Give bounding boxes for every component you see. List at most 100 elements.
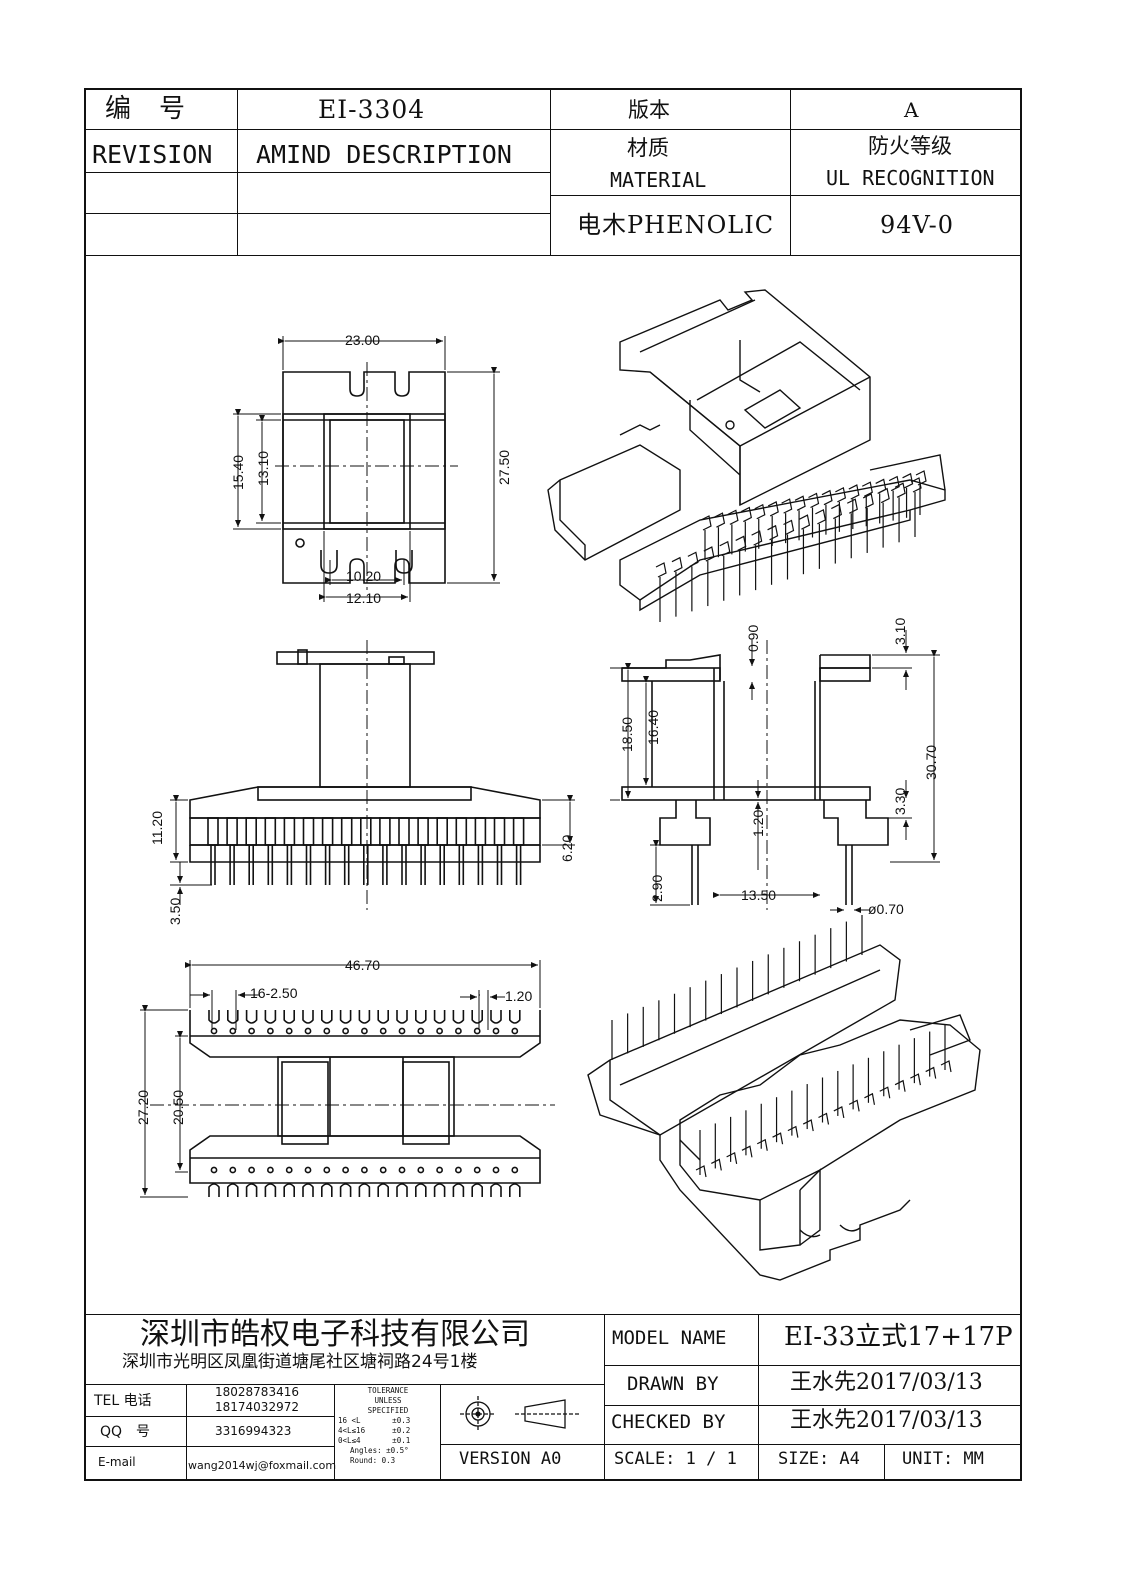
dim-inner: 13.10 bbox=[255, 451, 271, 486]
iso-top-pin-post bbox=[727, 509, 739, 525]
dim-h-outer: 18.50 bbox=[619, 717, 635, 752]
bottom-pin-hole bbox=[285, 1027, 293, 1035]
drawing-frame bbox=[84, 88, 1022, 1481]
checked-by-value: 王水先2017/03/13 bbox=[790, 1408, 983, 1433]
bottom-pin-hole bbox=[492, 1166, 500, 1174]
bottom-notch-bottom bbox=[245, 1183, 258, 1197]
bottom-pin-hole bbox=[454, 1166, 462, 1174]
bottom-notch-bottom bbox=[433, 1183, 446, 1197]
drawn-by-value: 王水先2017/03/13 bbox=[790, 1370, 983, 1395]
bottom-pin-hole bbox=[398, 1027, 406, 1035]
bottom-notch-top bbox=[208, 1010, 220, 1024]
side-pin-slot bbox=[283, 817, 296, 846]
iso-top-pin-post bbox=[861, 481, 873, 497]
iso-bottom-pin-post bbox=[833, 1106, 845, 1119]
version-value: A bbox=[904, 98, 919, 122]
iso-bottom-pin-post bbox=[802, 1119, 814, 1132]
company-address: 深圳市光明区凤凰街道塘尾社区塘祠路24号1楼 bbox=[122, 1352, 478, 1372]
iso-top-pin-post bbox=[754, 503, 766, 520]
dim-side-h2: 6.20 bbox=[559, 835, 575, 862]
bottom-notch-bottom bbox=[208, 1183, 220, 1197]
side-pin-slot bbox=[379, 817, 391, 846]
tel-1: 18028783416 bbox=[215, 1385, 299, 1399]
bottom-notch-bottom bbox=[339, 1183, 352, 1197]
tel-label: TEL 电话 bbox=[94, 1393, 152, 1409]
bottom-pin-hole bbox=[304, 1027, 312, 1035]
tolerance-line: 0<L≤4 ±0.1 bbox=[338, 1436, 411, 1445]
side-pin-slot bbox=[493, 817, 506, 846]
material-cn: 材质 bbox=[627, 136, 669, 160]
iso-top-pin-post bbox=[741, 506, 752, 523]
iso-top-pin-post bbox=[783, 519, 795, 536]
iso-bottom-pin-post bbox=[894, 1079, 906, 1092]
iso-top-pin-post bbox=[910, 477, 922, 493]
iso-bottom-pin-post bbox=[864, 1092, 876, 1105]
side-pin-slot bbox=[359, 817, 372, 846]
bottom-notch-bottom bbox=[358, 1183, 371, 1197]
bottom-pin-hole bbox=[229, 1027, 237, 1035]
checked-by-label: CHECKED BY bbox=[611, 1411, 726, 1433]
dim-bottom-inner: 20.50 bbox=[170, 1090, 186, 1125]
iso-top-pin-post bbox=[915, 470, 927, 486]
dim-length: 46.70 bbox=[345, 957, 380, 973]
iso-bottom-pin-post bbox=[879, 1086, 891, 1099]
dimension-labels: 23.00 27.50 15.40 13.10 10.20 12.10 11.2… bbox=[135, 332, 939, 1125]
bottom-notch-top bbox=[358, 1010, 371, 1024]
bottom-notch-bottom bbox=[490, 1183, 502, 1197]
dim-slot-b: 12.10 bbox=[346, 590, 381, 606]
iso-top-pin-post bbox=[655, 562, 667, 578]
dim-h-inner: 16.40 bbox=[645, 710, 661, 745]
bottom-pin-hole bbox=[285, 1166, 293, 1174]
side-pin-slot bbox=[417, 817, 429, 846]
email-value: wang2014wj@foxmail.com bbox=[188, 1459, 337, 1472]
side-pin-slot bbox=[302, 817, 315, 846]
isometric-view-bottom bbox=[587, 944, 981, 1281]
tolerance-line: 4<L≤16 ±0.2 bbox=[338, 1426, 411, 1435]
bottom-notch-top bbox=[377, 1010, 389, 1024]
iso-top-pin-post bbox=[848, 484, 860, 500]
company-name: 深圳市皓权电子科技有限公司 bbox=[140, 1317, 530, 1352]
side-pin-slot bbox=[398, 817, 410, 846]
bottom-pin-hole bbox=[454, 1027, 462, 1035]
side-pin-slot bbox=[207, 817, 219, 846]
iso-top-pin-post bbox=[902, 472, 914, 489]
iso-bottom-pin-post bbox=[848, 1099, 860, 1112]
iso-top-pin-post bbox=[703, 546, 715, 562]
iso-top-pin-post bbox=[799, 514, 811, 530]
bottom-notch-top bbox=[396, 1010, 408, 1024]
email-label: E-mail bbox=[98, 1455, 136, 1469]
side-view bbox=[189, 649, 541, 863]
bottom-pin-hole bbox=[379, 1027, 387, 1035]
model-name-value: EI-33立式17+17P bbox=[784, 1322, 1013, 1352]
iso-bottom-pin-post bbox=[940, 1060, 952, 1073]
tel-2: 18174032972 bbox=[215, 1400, 299, 1414]
iso-top-pin-post bbox=[767, 524, 779, 541]
bottom-pin-hole bbox=[266, 1166, 274, 1174]
fire-en: UL RECOGNITION bbox=[826, 166, 995, 190]
version-a0: VERSION A0 bbox=[459, 1449, 562, 1469]
bottom-pin-hole bbox=[323, 1027, 331, 1035]
side-pin-slot bbox=[512, 817, 525, 846]
bottom-notch-bottom bbox=[264, 1183, 277, 1197]
revision-label: REVISION bbox=[92, 140, 213, 169]
bottom-notch-bottom bbox=[283, 1183, 295, 1197]
isometric-bottom-pins bbox=[611, 915, 952, 1178]
bottom-notch-top bbox=[339, 1010, 352, 1024]
bottom-pin-hole bbox=[210, 1027, 218, 1035]
dim-pitch: 16-2.50 bbox=[250, 985, 298, 1001]
bottom-notch-top bbox=[321, 1010, 333, 1024]
bottom-notch-top bbox=[283, 1010, 295, 1024]
iso-bottom-pin-post bbox=[818, 1112, 830, 1125]
tolerance-line: Round: 0.3 bbox=[350, 1456, 396, 1465]
dim-depth: 27.20 bbox=[135, 1090, 151, 1125]
iso-bottom-pin-post bbox=[772, 1132, 784, 1145]
iso-bottom-pin-post bbox=[756, 1138, 768, 1151]
bottom-pin-hole bbox=[342, 1027, 349, 1035]
iso-top-pin-post bbox=[815, 508, 827, 525]
bottom-notch-bottom bbox=[471, 1183, 483, 1197]
dim-side-h3: 3.50 bbox=[167, 898, 183, 925]
iso-top-pin-post bbox=[735, 535, 747, 551]
dim-gap: 1.20 bbox=[505, 988, 532, 1004]
side-pin-slot bbox=[474, 817, 487, 846]
